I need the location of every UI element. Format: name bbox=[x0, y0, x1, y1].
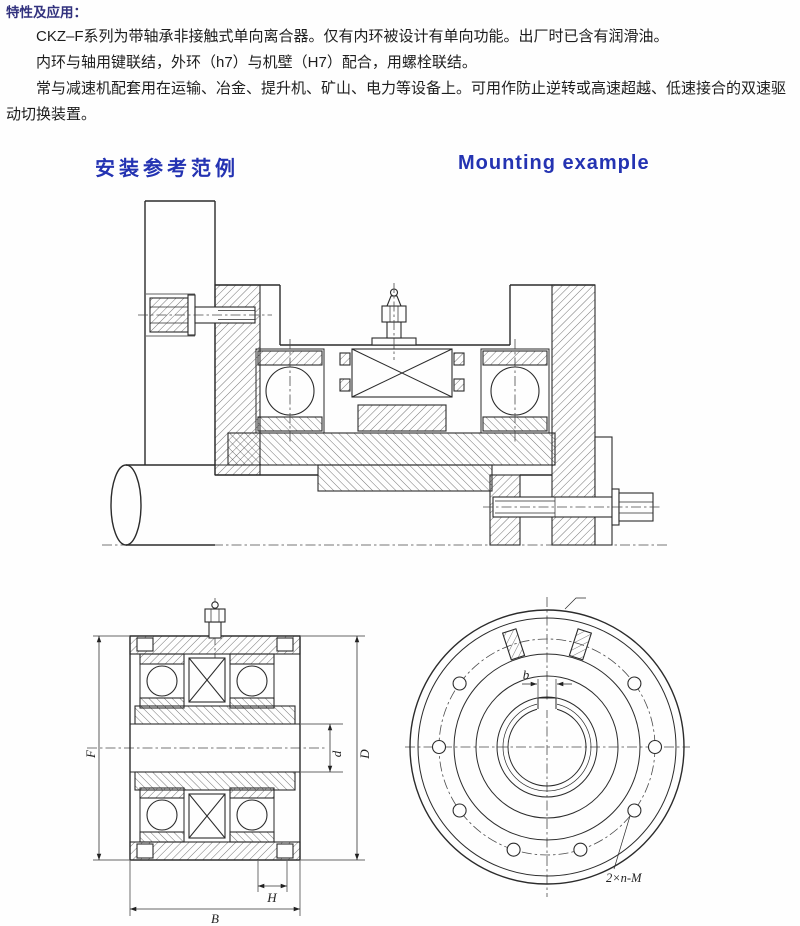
mating-plate bbox=[594, 436, 613, 546]
sectioned-bolt-hole bbox=[568, 628, 593, 661]
bearing-left bbox=[255, 339, 325, 443]
sprag-cage bbox=[188, 793, 226, 839]
side-section-drawing: F d D H B bbox=[85, 598, 372, 926]
inner-ring-section bbox=[134, 771, 296, 791]
bolt-hole bbox=[452, 676, 467, 691]
svg-text:H: H bbox=[266, 890, 277, 905]
dim-d: d bbox=[301, 723, 344, 773]
bolt-hole bbox=[627, 803, 642, 818]
sprag-assembly bbox=[339, 348, 465, 432]
dim-D: D bbox=[301, 635, 372, 861]
bolt-note: 2×n-M bbox=[606, 815, 642, 885]
bearing-right bbox=[480, 339, 550, 443]
wall-bolt bbox=[138, 294, 272, 336]
ball-icon bbox=[146, 799, 178, 831]
intro-paragraph: 内环与轴用键联结，外环（h7）与机壁（H7）配合，用螺栓联结。 bbox=[36, 54, 477, 71]
svg-text:D: D bbox=[357, 749, 372, 760]
intro-paragraph: CKZ–F系列为带轴承非接触式单向离合器。仅有内环被设计有单向功能。出厂时已含有… bbox=[36, 28, 669, 45]
bolt-hole bbox=[136, 637, 154, 652]
machine-wall bbox=[144, 200, 216, 475]
bolt-note-label: 2×n-M bbox=[606, 871, 642, 885]
dim-B: B bbox=[129, 861, 301, 926]
section-tick-icon bbox=[564, 597, 586, 610]
intro-section: 特性及应用： CKZ–F系列为带轴承非接触式单向离合器。仅有内环被设计有单向功能… bbox=[6, 2, 794, 128]
sectioned-bolt-hole bbox=[501, 628, 526, 661]
bolt-hole bbox=[506, 842, 521, 857]
inner-ring-section bbox=[227, 432, 556, 466]
bolt-holes bbox=[431, 628, 663, 857]
bolt-hole bbox=[452, 803, 467, 818]
grease-nipple-icon bbox=[204, 601, 226, 639]
dim-F: F bbox=[85, 635, 129, 861]
grease-nipple-icon bbox=[371, 283, 417, 360]
flange-bolt bbox=[483, 488, 662, 526]
inner-sleeve-section bbox=[317, 464, 493, 492]
svg-text:d: d bbox=[329, 750, 344, 757]
outer-ring-section bbox=[129, 635, 301, 655]
ball-icon bbox=[146, 665, 178, 697]
figure-title-en: Mounting example bbox=[458, 152, 650, 174]
bolt-hole bbox=[647, 739, 663, 755]
svg-text:b: b bbox=[523, 667, 530, 682]
mounting-example-drawing bbox=[102, 200, 668, 546]
dim-H: H bbox=[257, 861, 288, 905]
bolt-hole bbox=[431, 739, 447, 755]
dim-b: b bbox=[522, 667, 572, 697]
svg-text:F: F bbox=[85, 749, 98, 759]
inner-ring-section bbox=[134, 705, 296, 725]
bearing bbox=[229, 787, 275, 843]
bolt-hole bbox=[627, 676, 642, 691]
bolt-hole bbox=[276, 843, 294, 859]
keyway bbox=[537, 697, 557, 710]
outer-ring-section bbox=[129, 841, 301, 861]
bolt-hole bbox=[136, 843, 154, 859]
clutch-body-outline bbox=[215, 284, 595, 476]
ball-icon bbox=[236, 799, 268, 831]
front-view-drawing: b 2×n-M bbox=[405, 597, 690, 897]
intro-paragraph: 常与减速机配套用在运输、冶金、提升机、矿山、电力等设备上。可用作防止逆转或高速超… bbox=[6, 80, 787, 123]
svg-text:B: B bbox=[211, 911, 219, 926]
figure-title-zh: 安装参考范例 bbox=[95, 158, 239, 180]
sprag-cage bbox=[188, 657, 226, 703]
bolt-hole bbox=[276, 637, 294, 652]
ball-icon bbox=[236, 665, 268, 697]
bolt-hole bbox=[573, 842, 588, 857]
bearing bbox=[139, 653, 185, 709]
bearing bbox=[229, 653, 275, 709]
bearing bbox=[139, 787, 185, 843]
intro-title: 特性及应用： bbox=[6, 5, 87, 20]
